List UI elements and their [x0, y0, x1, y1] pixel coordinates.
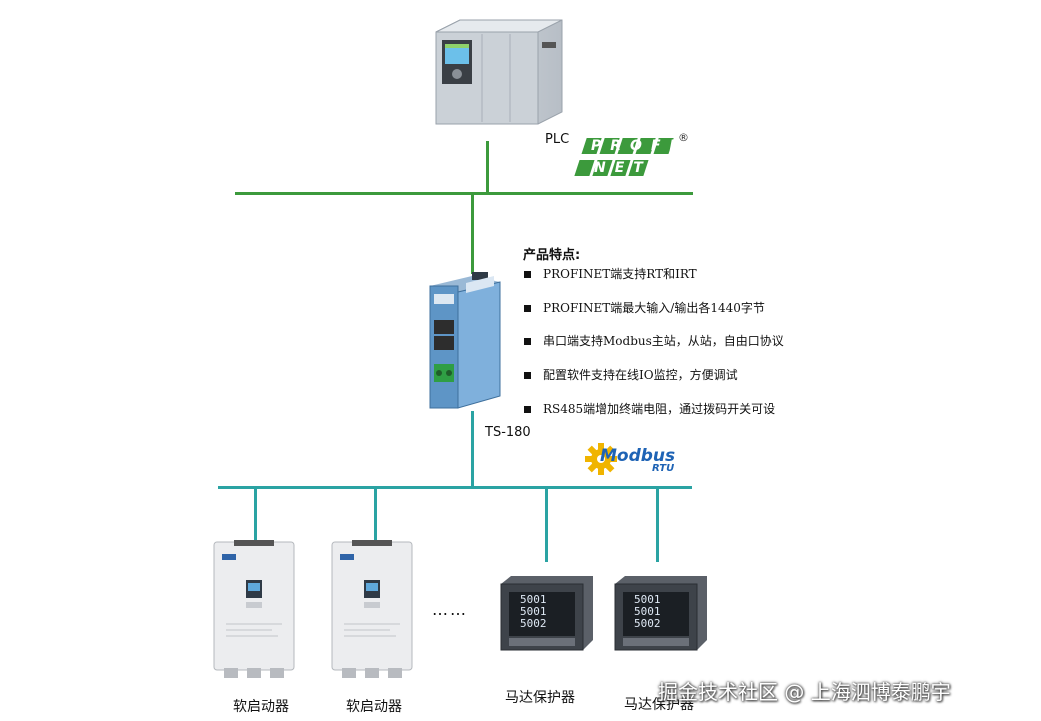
feature-item: PROFINET端支持RT和IRT: [524, 265, 697, 282]
gateway-profinet-line: [471, 194, 474, 274]
meter-readout: 5001 5001 5002: [520, 593, 547, 630]
bullet-icon: [524, 338, 531, 345]
modbus-logo-word: Modbus: [600, 446, 676, 466]
drop-line-protector1: [545, 488, 548, 562]
starter1-label: 软启动器: [233, 699, 289, 715]
meter-readout: 5001 5001 5002: [634, 593, 661, 630]
protector1-label: 马达保护器: [505, 690, 575, 706]
ellipsis: ……: [432, 600, 468, 619]
motor-protector-device: [500, 576, 593, 651]
feature-item: RS485端增加终端电阻，通过拨码开关可设: [524, 400, 775, 417]
bullet-icon: [524, 372, 531, 379]
plc-label: PLC: [545, 132, 570, 147]
modbus-gear-icon: [585, 443, 617, 475]
drop-line-starter2: [374, 488, 377, 540]
bullet-icon: [524, 271, 531, 278]
profinet-text-row1: PROFI: [591, 138, 684, 154]
drop-line-protector2: [656, 488, 659, 562]
protector2-label: 马达保护器: [624, 697, 694, 713]
feature-item: 配置软件支持在线IO监控，方便调试: [524, 366, 738, 383]
profinet-bus-line: [235, 192, 693, 195]
plc-drop-line: [486, 141, 489, 193]
soft-starter-device: [331, 540, 413, 678]
profinet-logo: [574, 138, 674, 176]
feature-item: PROFINET端最大输入/输出各1440字节: [524, 299, 765, 316]
watermark-text: 掘金技术社区 @ 上海泗博泰鹏宇: [658, 680, 951, 704]
bullet-icon: [524, 305, 531, 312]
profinet-registered-mark: ®: [678, 131, 689, 144]
profinet-text-row2: NET: [594, 160, 652, 176]
drop-line-starter1: [254, 488, 257, 540]
features-title: 产品特点:: [523, 248, 581, 263]
modbus-logo-rtu: RTU: [652, 463, 675, 474]
starter2-label: 软启动器: [346, 699, 402, 715]
plc-device: [435, 19, 563, 125]
soft-starter-device: [213, 540, 295, 678]
feature-item: 串口端支持Modbus主站，从站，自由口协议: [524, 332, 784, 349]
motor-protector-device: [614, 576, 707, 651]
modbus-bus-line: [218, 486, 692, 489]
gateway-device: [429, 272, 501, 409]
gateway-modbus-line: [471, 411, 474, 487]
gateway-label: TS-180: [485, 425, 531, 440]
bullet-icon: [524, 406, 531, 413]
